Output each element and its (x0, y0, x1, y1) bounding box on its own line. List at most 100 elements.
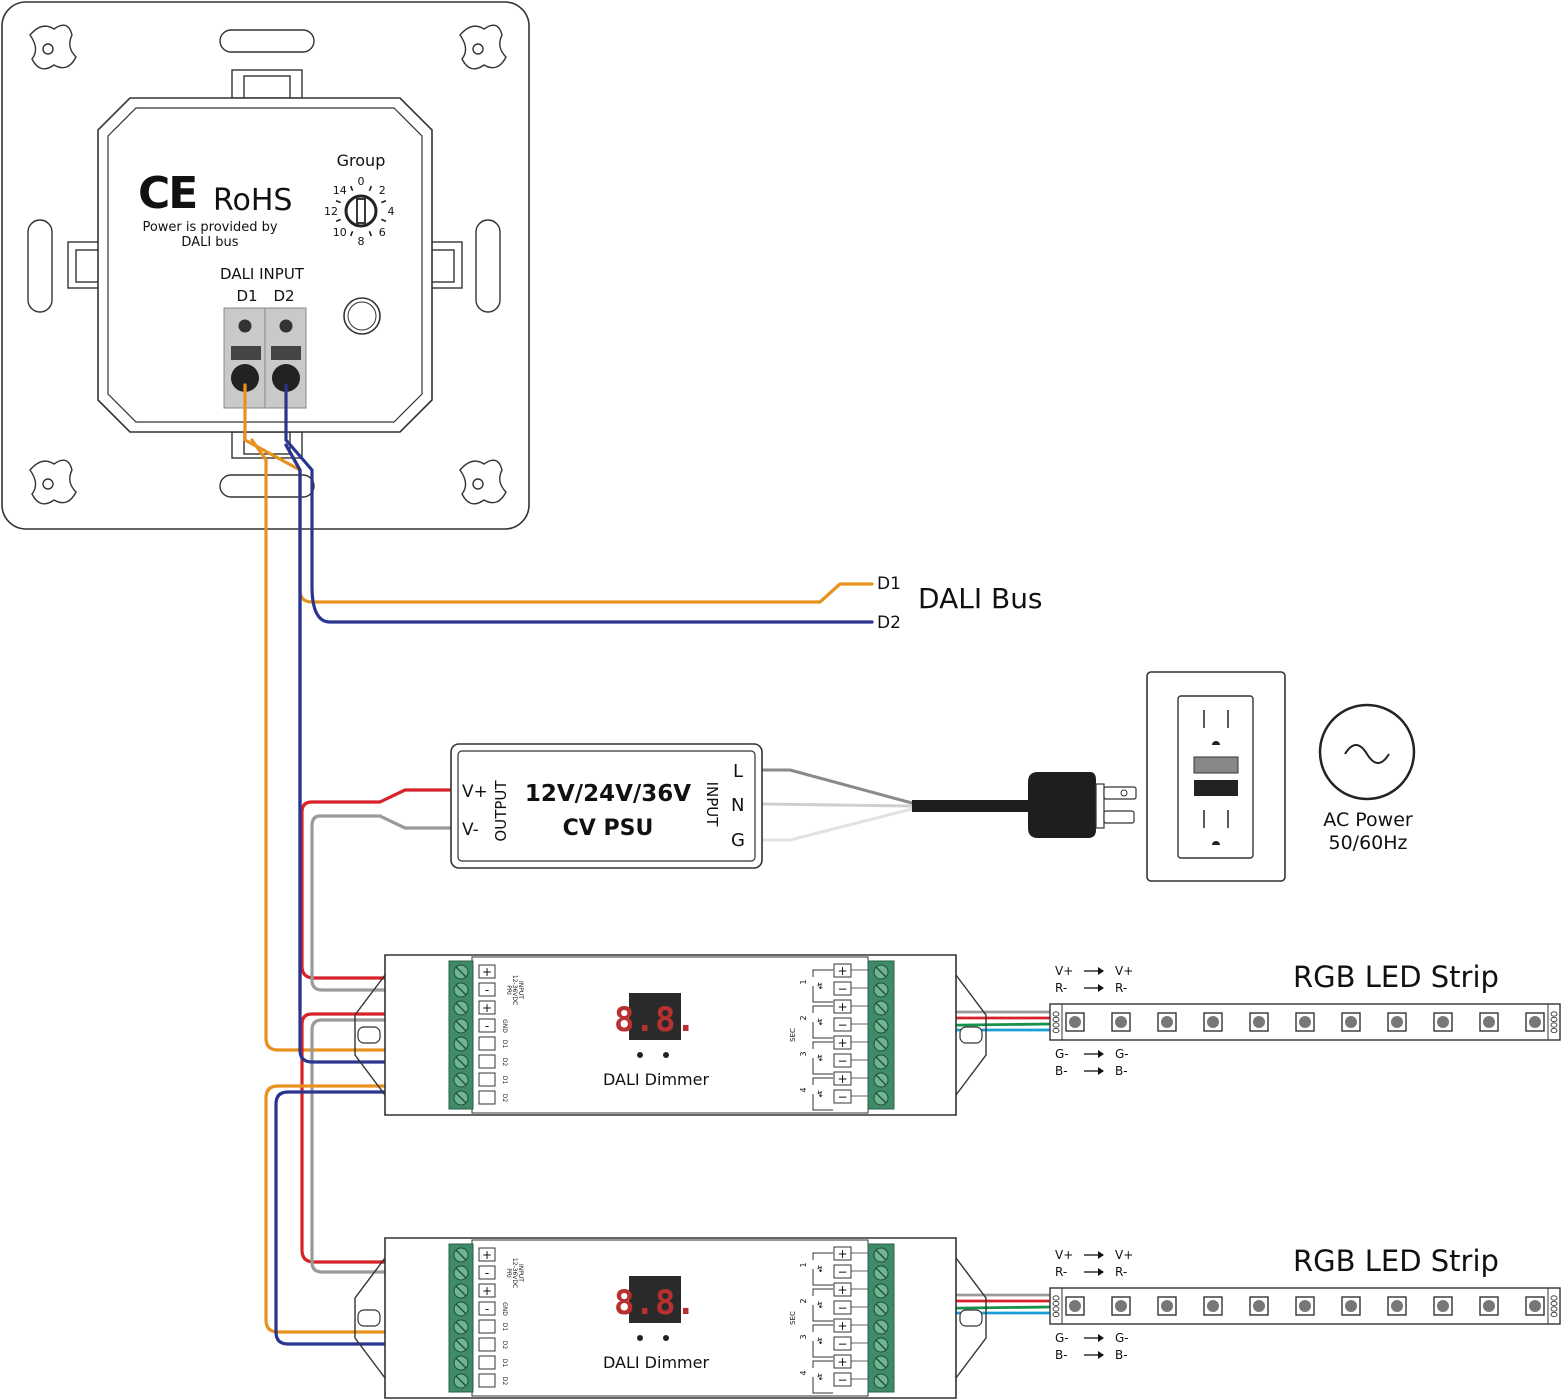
screw-slot (875, 1285, 887, 1297)
led-dot (1207, 1300, 1219, 1312)
solder-pad (1550, 1016, 1558, 1023)
output-plus: + (837, 1036, 847, 1050)
screw-slot (455, 1074, 467, 1086)
screw-slot (455, 1002, 467, 1014)
input-terminal-label: D1 (501, 1323, 508, 1332)
output-plus: + (837, 1355, 847, 1369)
legend-from: R- (1055, 1265, 1067, 1279)
dimmer-flange-left (354, 974, 386, 1096)
legend-from: V+ (1055, 964, 1073, 978)
legend-arrow-head (1098, 1050, 1104, 1058)
led-dot (1483, 1300, 1495, 1312)
wire-g (760, 807, 914, 842)
screw-slot (875, 1038, 887, 1050)
strip-label: RGB LED Strip (1293, 1244, 1499, 1278)
output-minus: − (837, 1018, 847, 1032)
dimmer-mount-right (959, 1026, 983, 1044)
led-dot (1391, 1300, 1403, 1312)
input-terminal-box (478, 964, 496, 979)
output-terminal-box (833, 1336, 852, 1351)
input-terminal-box (478, 1265, 496, 1280)
dial-tick (349, 185, 354, 191)
channel-bracket (812, 969, 833, 1003)
psu-title: 12V/24V/36V (525, 781, 691, 807)
input-terminal-box (478, 1054, 496, 1069)
dali-panel: CE RoHS Power is provided by DALI bus Gr… (1, 1, 530, 530)
wire-d1-dimmer1 (250, 438, 452, 1052)
input-terminal-label: D1 (501, 1359, 508, 1368)
led-dot (1069, 1300, 1081, 1312)
input-terminal-label: D2 (501, 1094, 508, 1103)
channel-led-icon: ↯ (816, 1090, 824, 1100)
screw-slot (455, 1056, 467, 1068)
screw-hole-bottom-left (29, 459, 77, 505)
channel-bracket (812, 1041, 833, 1075)
input-header-label: INPUT (517, 981, 524, 999)
screw-slot (455, 1267, 467, 1279)
dial-tick (349, 231, 354, 237)
solder-pad (1550, 1022, 1558, 1028)
led-dot (1161, 1016, 1173, 1028)
input-header-label: 12-36VDC (511, 1258, 518, 1288)
output-terminal-box (833, 1372, 852, 1387)
screw-slot (875, 1267, 887, 1279)
led-dot (1069, 1016, 1081, 1028)
channel-bracket (812, 1288, 833, 1322)
input-header-label: 12-36VDC (511, 975, 518, 1005)
slot-left (27, 219, 53, 313)
panel-button[interactable] (343, 297, 381, 335)
channel-number: 3 (799, 1051, 808, 1056)
led-dot (1299, 1300, 1311, 1312)
solder-pad (1550, 1311, 1558, 1318)
input-terminal-label: D2 (501, 1377, 508, 1386)
wire-n (760, 802, 914, 808)
screw-slot (455, 1303, 467, 1315)
sec-label: SEC (789, 1028, 797, 1042)
input-terminal-box (478, 1247, 496, 1262)
dimmers: +-+-GNDD1D2D1D2INPUT12-36VDCPRI8.8.DALI … (354, 954, 987, 1399)
channel-number: 4 (799, 1087, 808, 1092)
wall-outlet (1146, 671, 1286, 882)
output-terminal-box (833, 1053, 852, 1068)
screw-hole-bottom-right (459, 459, 507, 505)
screw-slot (875, 966, 887, 978)
legend-arrow-head (1098, 1251, 1104, 1259)
wire-d1-dimmer2 (264, 1078, 452, 1334)
group-label: Group (337, 151, 386, 170)
screw-slot (455, 984, 467, 996)
legend-to: B- (1115, 1064, 1128, 1078)
psu-subtitle: CV PSU (563, 816, 654, 841)
strip-label: RGB LED Strip (1293, 960, 1499, 994)
output-terminal-box (833, 1282, 852, 1297)
solder-pad (1052, 1016, 1060, 1023)
led-dot (1253, 1016, 1265, 1028)
screw-slot (455, 1020, 467, 1032)
channel-bracket (812, 1252, 833, 1286)
output-plus: + (837, 1247, 847, 1261)
solder-pad (1052, 1311, 1060, 1318)
solder-pad (1052, 1306, 1060, 1312)
channel-number: 2 (799, 1015, 808, 1020)
input-terminal-box (478, 1283, 496, 1298)
dial-tick (335, 218, 341, 223)
legend-from: G- (1055, 1331, 1069, 1345)
dial-tick (381, 199, 387, 204)
dali-dimmer: +-+-GNDD1D2D1D2INPUT12-36VDCPRI8.8.DALI … (354, 954, 987, 1116)
screw-slot (875, 1074, 887, 1086)
input-terminal-label: GND (501, 1302, 508, 1316)
legend-arrow-head (1098, 1351, 1104, 1359)
input-terminal-sign: - (485, 1019, 489, 1033)
wire-d2-dimmer1 (284, 443, 452, 1064)
power-plug (912, 772, 1137, 838)
screw-slot (875, 1002, 887, 1014)
dimmer-flange-right (955, 1257, 987, 1379)
input-terminal-box (478, 982, 496, 997)
wire-d2-dimmer2 (274, 1090, 452, 1346)
dimmer-display-digits: 8.8. (614, 1000, 696, 1040)
group-dial[interactable] (344, 194, 378, 228)
wire-vminus-dimmer1 (310, 814, 460, 992)
input-terminal-sign: - (485, 1302, 489, 1316)
input-terminal-box (478, 1337, 496, 1352)
